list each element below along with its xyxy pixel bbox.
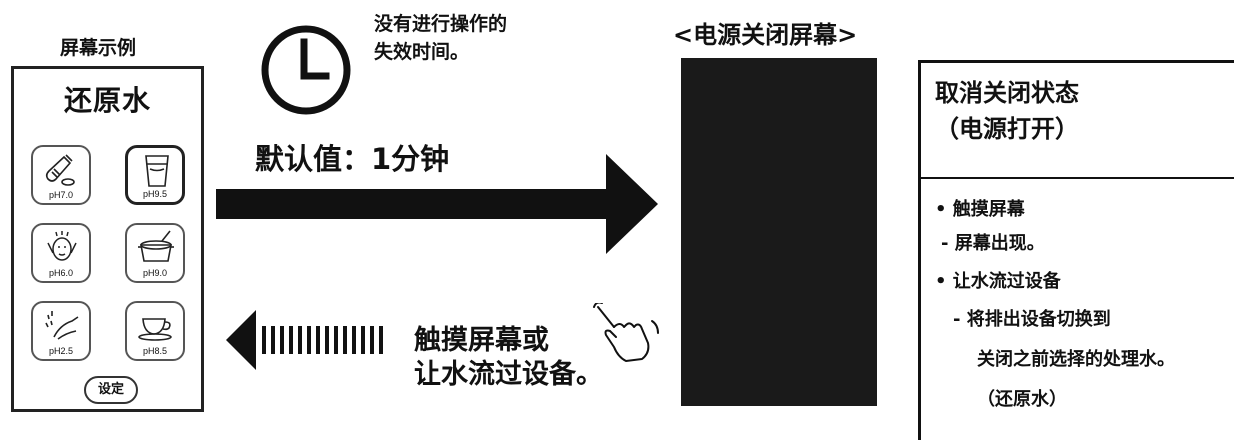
power-off-title: <电源关闭屏幕> [673, 21, 858, 49]
cooking-pot-icon [138, 230, 174, 262]
ph-label: pH9.5 [142, 189, 168, 199]
timeout-line-1: 没有进行操作的 [374, 13, 508, 35]
ph-label: pH9.0 [142, 268, 168, 278]
mode-button-ph95[interactable]: pH9.5 [125, 145, 185, 205]
bullet-flow-water: • 让水流过设备 [935, 271, 1061, 292]
screen-title: 还原水 [63, 84, 151, 117]
clock-icon [261, 25, 351, 115]
cancel-panel: 取消关闭状态 （电源打开） • 触摸屏幕 - 屏幕出现。 • 让水流过设备 - … [918, 60, 1234, 440]
ph-label: pH2.5 [48, 346, 74, 356]
right-arrow-icon [216, 154, 658, 254]
mode-button-ph85[interactable]: pH8.5 [125, 301, 185, 361]
mode-button-ph70[interactable]: pH7.0 [31, 145, 91, 205]
left-dashed-arrow-icon [226, 310, 383, 370]
ph-label: pH8.5 [142, 346, 168, 356]
mode-button-ph25[interactable]: pH2.5 [31, 301, 91, 361]
bullet-flow-water-sub-3: （还原水） [977, 389, 1067, 410]
ph-label: pH7.0 [48, 190, 74, 200]
bullet-touch-screen: • 触摸屏幕 [935, 199, 1025, 220]
touch-hand-icon [593, 303, 659, 362]
bullet-flow-water-sub: - 将排出设备切换到 [953, 309, 1111, 330]
mode-button-ph90[interactable]: pH9.0 [125, 223, 185, 283]
water-glass-icon [145, 155, 169, 187]
timeout-description: 没有进行操作的 失效时间。 [374, 10, 507, 66]
face-wash-icon [47, 231, 77, 261]
cancel-title-line-1: 取消关闭状态 [935, 79, 1079, 107]
power-off-screen[interactable] [681, 58, 877, 406]
ph-label: pH6.0 [48, 268, 74, 278]
tea-cup-icon [138, 318, 172, 341]
return-description: 触摸屏幕或 让水流过设备。 [414, 324, 603, 392]
cancel-title-line-2: （电源打开） [935, 115, 1079, 143]
default-timeout-label: 默认值：1分钟 [255, 142, 450, 176]
bullet-touch-screen-sub: - 屏幕出现。 [941, 233, 1045, 254]
return-line-1: 触摸屏幕或 [414, 325, 549, 356]
bullet-flow-water-sub-2: 关闭之前选择的处理水。 [977, 349, 1175, 370]
screen-example-frame: 还原水 pH7.0 pH9.5 [11, 66, 204, 412]
hand-wash-icon [45, 311, 79, 340]
set-button[interactable]: 设定 [84, 376, 138, 404]
timeout-line-2: 失效时间。 [374, 41, 470, 63]
baby-bottle-icon [45, 154, 75, 186]
mode-button-ph60[interactable]: pH6.0 [31, 223, 91, 283]
return-line-2: 让水流过设备。 [414, 359, 603, 390]
screen-example-caption: 屏幕示例 [60, 37, 137, 59]
cancel-panel-header: 取消关闭状态 （电源打开） [921, 63, 1234, 179]
cancel-panel-title: 取消关闭状态 （电源打开） [935, 75, 1079, 147]
